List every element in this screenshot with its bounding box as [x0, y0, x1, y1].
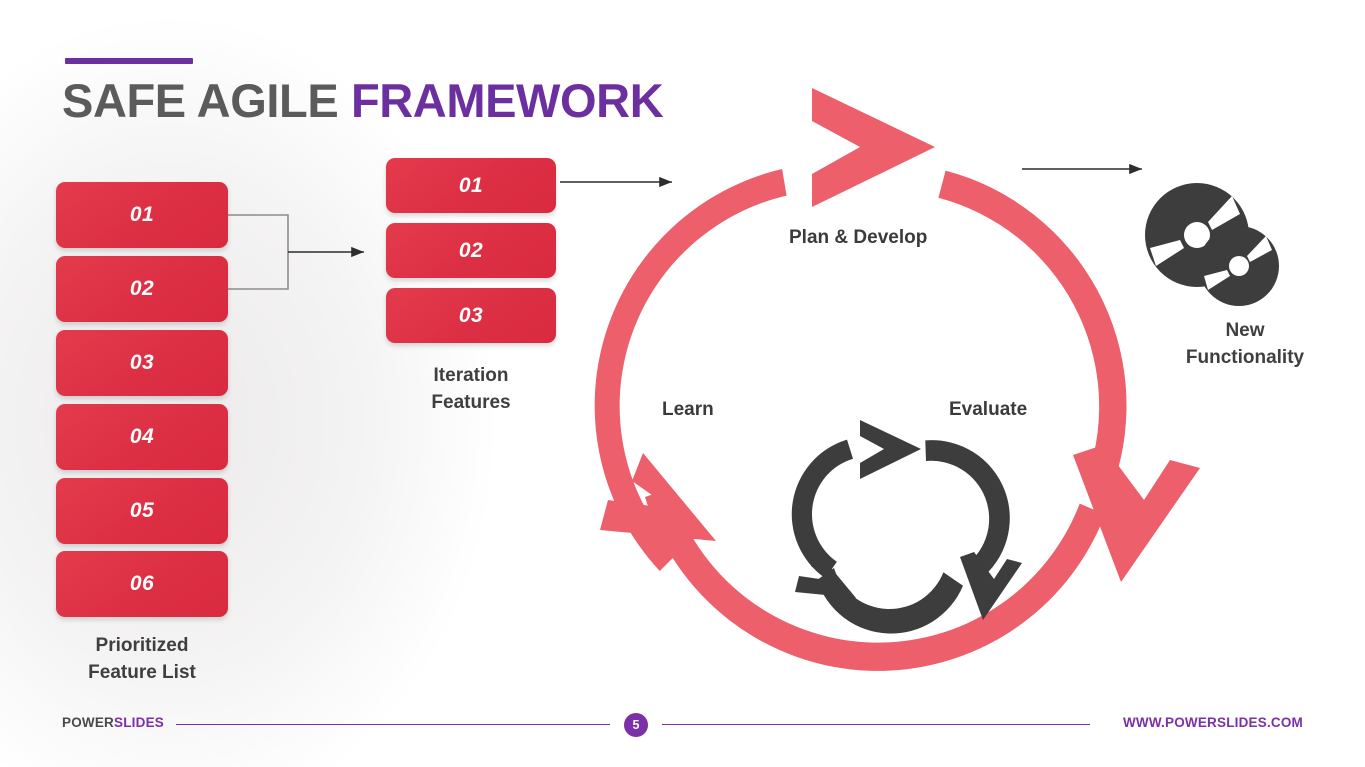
- footer-divider-left: [176, 724, 610, 725]
- iteration-label-line-1: Iteration: [433, 365, 509, 386]
- new-functionality-label: New Functionality: [1145, 318, 1345, 372]
- footer-brand[interactable]: POWERSLIDES: [62, 715, 164, 730]
- priority-box-4[interactable]: 04: [56, 404, 228, 470]
- priority-box-5[interactable]: 05: [56, 478, 228, 544]
- new-functionality-line-2: Functionality: [1185, 346, 1305, 368]
- iteration-label-line-2: Features: [431, 391, 511, 413]
- priority-box-3[interactable]: 03: [56, 330, 228, 396]
- priority-box-2[interactable]: 02: [56, 256, 228, 322]
- cycle-arrow-evaluate: [938, 170, 1200, 582]
- new-functionality-line-1: New: [1225, 320, 1265, 341]
- page-title-accent: FRAMEWORK: [350, 74, 664, 127]
- priority-box-1[interactable]: 01: [56, 182, 228, 248]
- iteration-features-label: Iteration Features: [366, 363, 576, 417]
- footer-brand-part-2: SLIDES: [114, 715, 164, 730]
- compact-disc-icon: [1145, 183, 1279, 306]
- priority-box-6[interactable]: 06: [56, 551, 228, 617]
- iteration-box-2[interactable]: 02: [386, 223, 556, 278]
- footer-url[interactable]: WWW.POWERSLIDES.COM: [1122, 715, 1303, 730]
- prioritized-feature-list-label: Prioritized Feature List: [36, 633, 248, 687]
- footer-brand-part-1: POWER: [62, 715, 115, 730]
- iteration-box-1[interactable]: 01: [386, 158, 556, 213]
- cycle-label-evaluate: Evaluate: [949, 399, 1028, 420]
- iteration-box-3[interactable]: 03: [386, 288, 556, 343]
- title-accent-rule: [65, 58, 193, 64]
- footer-page-number: 5: [624, 713, 648, 737]
- prioritized-label-line-2: Feature List: [88, 661, 196, 683]
- footer-divider-right: [662, 724, 1090, 725]
- prioritized-label-line-1: Prioritized: [95, 635, 189, 656]
- bracket-connector: [228, 214, 364, 290]
- page-title-primary: SAFE AGILE: [62, 74, 339, 127]
- cycle-arrow-learn: [600, 453, 1105, 671]
- cycle-arrow-plan-develop: [594, 88, 935, 571]
- cycle-label-plan-develop: Plan & Develop: [789, 227, 928, 248]
- page-title: SAFE AGILE FRAMEWORK: [62, 74, 664, 127]
- cycle-label-learn: Learn: [662, 399, 714, 420]
- recycle-cycle-icon: [791, 420, 1022, 634]
